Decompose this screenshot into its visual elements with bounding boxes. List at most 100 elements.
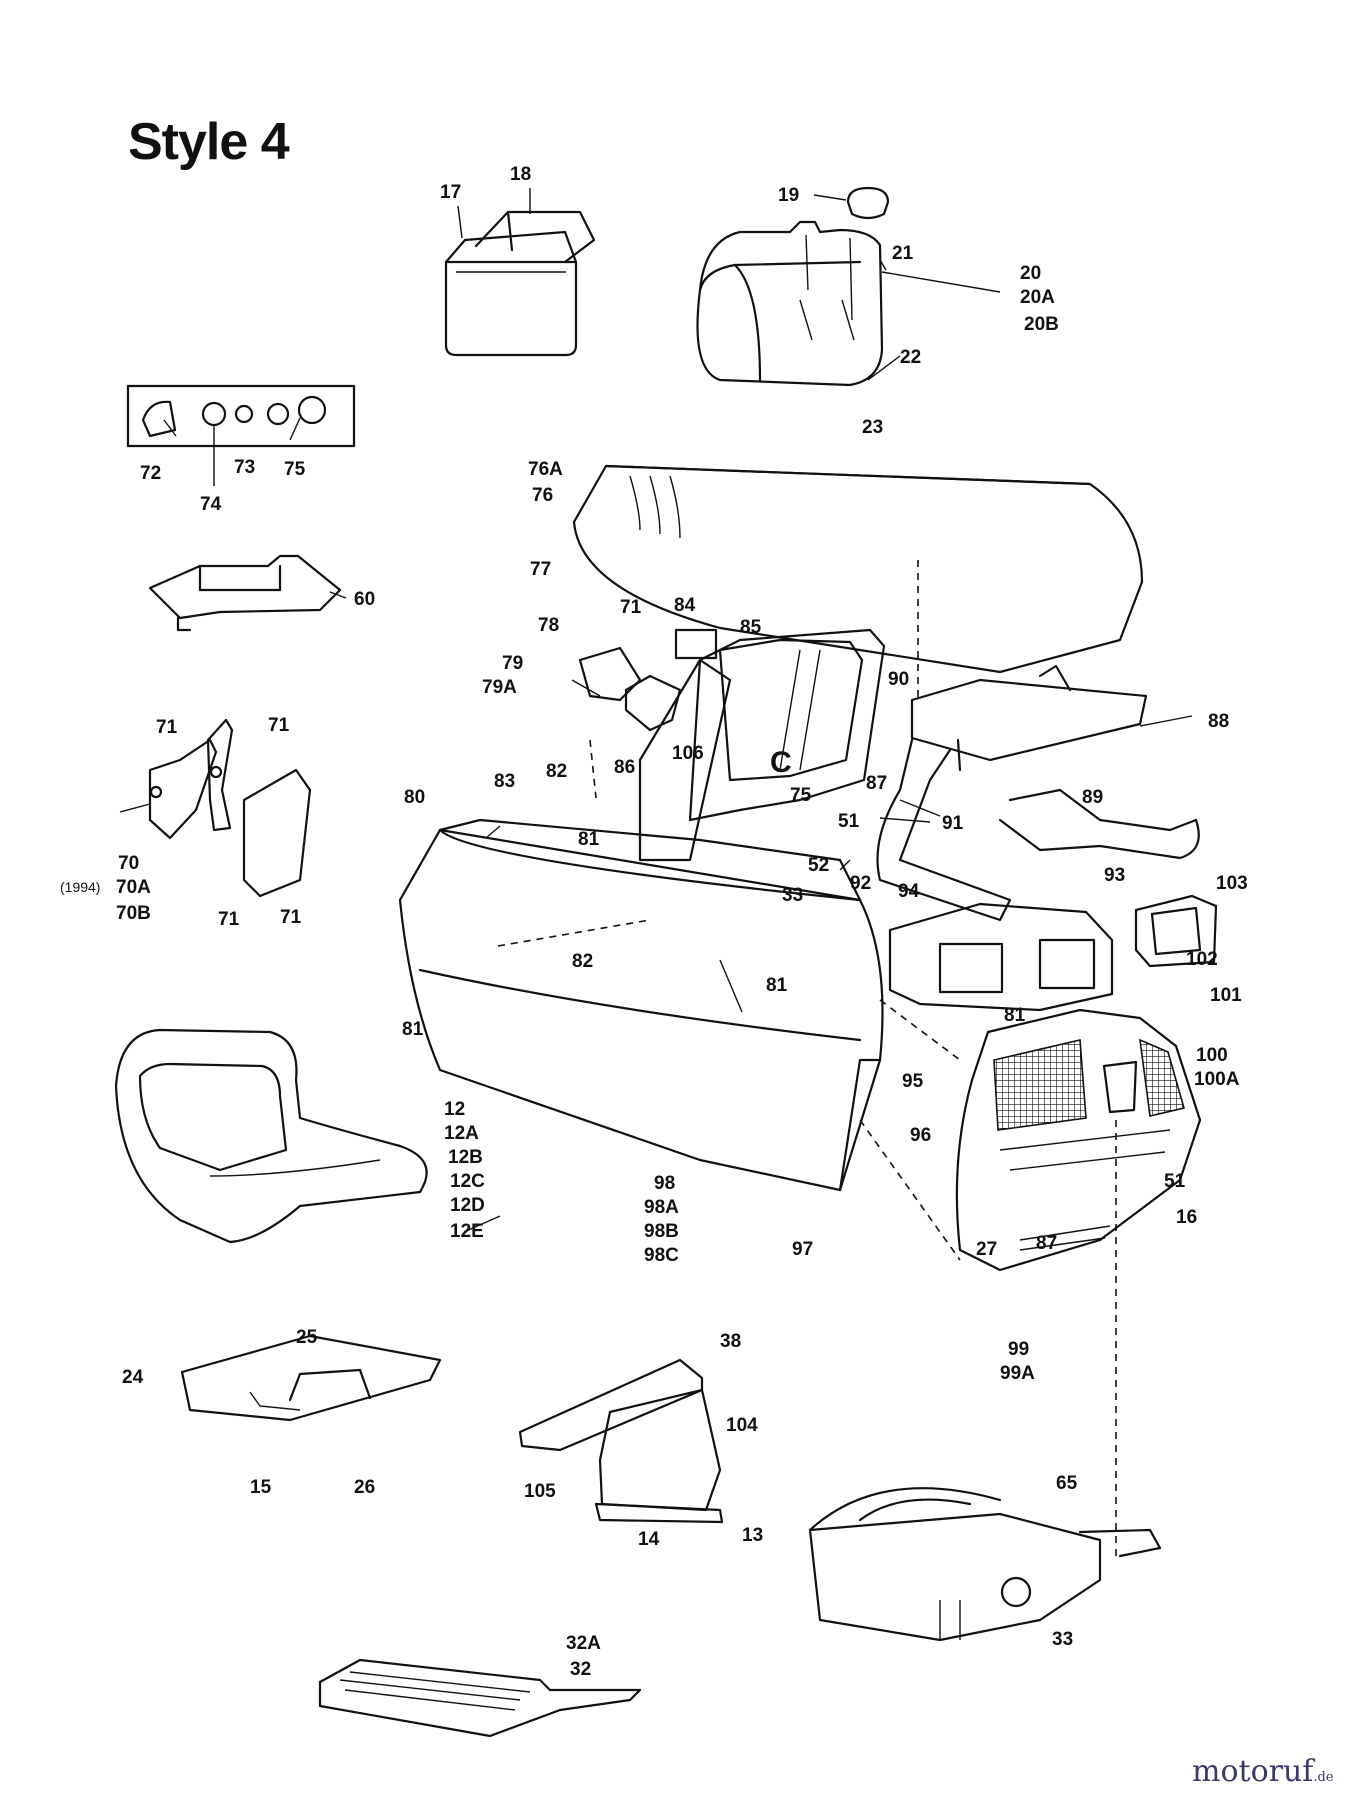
callout-14: 14 bbox=[638, 1529, 660, 1550]
callout-76: 76 bbox=[532, 485, 554, 506]
callout-104: 104 bbox=[726, 1415, 758, 1436]
callout-52: 52 bbox=[808, 855, 830, 876]
callout-72: 72 bbox=[140, 463, 162, 484]
callout-24: 24 bbox=[122, 1367, 144, 1388]
grille-part bbox=[955, 1008, 1202, 1272]
callout-100a: 100A bbox=[1194, 1069, 1240, 1090]
callout-c: C bbox=[770, 746, 792, 779]
callout-26: 26 bbox=[354, 1477, 376, 1498]
callout-51-dash: 51 bbox=[838, 811, 860, 832]
callout-79: 79 bbox=[502, 653, 524, 674]
battery-part bbox=[444, 210, 596, 357]
callout-12c: 12C bbox=[450, 1171, 485, 1192]
callout-99a: 99A bbox=[1000, 1363, 1035, 1384]
fuel-tank-part bbox=[696, 186, 890, 387]
callout-17: 17 bbox=[440, 182, 462, 203]
leader-lines bbox=[163, 188, 1193, 1233]
callout-12: 12 bbox=[444, 1099, 466, 1120]
callout-94: 94 bbox=[898, 881, 920, 902]
callout-71-left-c: 71 bbox=[218, 909, 240, 930]
support-bracket-88-91 bbox=[876, 664, 1200, 922]
callout-71-left-a: 71 bbox=[156, 717, 178, 738]
callout-87-lower: 87 bbox=[1036, 1233, 1058, 1254]
callout-12b: 12B bbox=[448, 1147, 483, 1168]
callout-70a: 70A bbox=[116, 877, 151, 898]
callout-93: 93 bbox=[1104, 865, 1126, 886]
callout-103: 103 bbox=[1216, 873, 1248, 894]
seat-part bbox=[114, 1028, 428, 1244]
callout-33-frame: 33 bbox=[1052, 1629, 1074, 1650]
bracket-71-assembly bbox=[119, 718, 312, 898]
callout-84: 84 bbox=[674, 595, 696, 616]
callout-71-left-d: 71 bbox=[280, 907, 302, 928]
callout-99: 99 bbox=[1008, 1339, 1030, 1360]
callout-22: 22 bbox=[900, 347, 922, 368]
front-panel-98 bbox=[398, 818, 884, 1192]
callout-60: 60 bbox=[354, 589, 376, 610]
callout-106: 106 bbox=[672, 743, 704, 764]
callout-78: 78 bbox=[538, 615, 560, 636]
callout-1994-note: (1994) bbox=[60, 879, 101, 895]
callout-15: 15 bbox=[250, 1477, 272, 1498]
foot-mat-32 bbox=[318, 1658, 642, 1738]
callout-75-ignition: 75 bbox=[284, 459, 306, 480]
callout-105: 105 bbox=[524, 1481, 556, 1502]
page-title: Style 4 bbox=[128, 113, 290, 171]
callout-13: 13 bbox=[742, 1525, 764, 1546]
callout-98c: 98C bbox=[644, 1245, 679, 1266]
watermark-tld: .de bbox=[1313, 1770, 1334, 1785]
callout-12d: 12D bbox=[450, 1195, 485, 1216]
callout-20: 20 bbox=[1020, 263, 1042, 284]
callout-77: 77 bbox=[530, 559, 552, 580]
callout-65: 65 bbox=[1056, 1473, 1078, 1494]
callout-90: 90 bbox=[888, 669, 910, 690]
callout-32: 32 bbox=[570, 1659, 592, 1680]
callout-83: 83 bbox=[494, 771, 516, 792]
callout-80: 80 bbox=[404, 787, 426, 808]
callout-91: 91 bbox=[942, 813, 964, 834]
callout-20b: 20B bbox=[1024, 314, 1059, 335]
ignition-switch-box bbox=[126, 384, 356, 448]
callout-81-dash: 81 bbox=[578, 829, 600, 850]
callout-16: 16 bbox=[1176, 1207, 1198, 1228]
callout-81-right: 81 bbox=[1004, 1005, 1026, 1026]
callout-32a: 32A bbox=[566, 1633, 601, 1654]
callout-79a: 79A bbox=[482, 677, 517, 698]
callout-38: 38 bbox=[720, 1331, 742, 1352]
callout-87-upper: 87 bbox=[866, 773, 888, 794]
callout-89: 89 bbox=[1082, 787, 1104, 808]
callout-98: 98 bbox=[654, 1173, 676, 1194]
assembly-lines bbox=[589, 739, 1117, 1560]
callout-85: 85 bbox=[740, 617, 762, 638]
callout-21: 21 bbox=[892, 243, 914, 264]
callout-82-lower: 82 bbox=[572, 951, 594, 972]
callout-71-upper: 71 bbox=[620, 597, 642, 618]
callout-98a: 98A bbox=[644, 1197, 679, 1218]
callout-71-left-b: 71 bbox=[268, 715, 290, 736]
callout-23: 23 bbox=[862, 417, 884, 438]
dashboard-bracket bbox=[578, 628, 886, 862]
frame-65 bbox=[808, 1487, 1162, 1642]
callout-12a: 12A bbox=[444, 1123, 479, 1144]
callout-74: 74 bbox=[200, 494, 222, 515]
callout-25: 25 bbox=[296, 1327, 318, 1348]
callout-18: 18 bbox=[510, 164, 532, 185]
watermark: motoruf.de bbox=[1192, 1754, 1334, 1789]
callout-12e: 12E bbox=[450, 1221, 484, 1242]
callout-82-upper: 82 bbox=[546, 761, 568, 782]
headlight-housing bbox=[888, 894, 1218, 1012]
callout-88: 88 bbox=[1208, 711, 1230, 732]
hood-part bbox=[572, 464, 1144, 700]
bracket-104 bbox=[518, 1358, 724, 1524]
callout-98b: 98B bbox=[644, 1221, 679, 1242]
callout-51-grille: 51 bbox=[1164, 1171, 1186, 1192]
callout-75-dash: 75 bbox=[790, 785, 812, 806]
callout-27: 27 bbox=[976, 1239, 998, 1260]
callout-97: 97 bbox=[792, 1239, 814, 1260]
callout-81-center: 81 bbox=[766, 975, 788, 996]
callout-20a: 20A bbox=[1020, 287, 1055, 308]
callout-81-left: 81 bbox=[402, 1019, 424, 1040]
part-60 bbox=[148, 554, 342, 632]
